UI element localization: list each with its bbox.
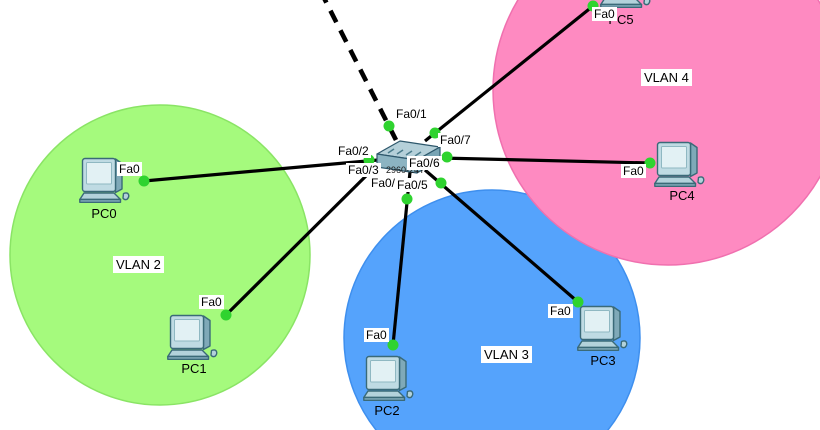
status-light bbox=[138, 175, 150, 187]
status-light bbox=[401, 193, 413, 205]
link-fa0-2-pc0[interactable] bbox=[143, 158, 379, 183]
port-label-fa0-1: Fa0/1 bbox=[394, 107, 429, 121]
vlan-3-label: VLAN 3 bbox=[481, 346, 532, 363]
status-light bbox=[387, 339, 399, 351]
device-label-pc3: PC3 bbox=[590, 353, 616, 368]
port-label-fa0-5: Fa0/5 bbox=[395, 178, 430, 192]
switch-model-label: 2960-24TT bbox=[385, 165, 431, 175]
status-light bbox=[572, 296, 584, 308]
port-label-pc0-fa0: Fa0 bbox=[117, 162, 142, 176]
port-label-pc5-fa0: Fa0 bbox=[592, 7, 617, 21]
status-light bbox=[383, 120, 395, 132]
port-label-pc4-fa0: Fa0 bbox=[621, 164, 646, 178]
device-label-pc1: PC1 bbox=[181, 361, 207, 376]
device-label-pc2: PC2 bbox=[374, 403, 400, 418]
device-label-pc4: PC4 bbox=[669, 188, 695, 203]
device-label-pc0: PC0 bbox=[91, 206, 117, 221]
status-light bbox=[644, 157, 656, 169]
link-fa0-3-pc1[interactable] bbox=[224, 162, 380, 317]
port-label-fa0-2: Fa0/2 bbox=[336, 144, 371, 158]
status-light bbox=[435, 177, 447, 189]
port-label-fa0-7: Fa0/7 bbox=[438, 133, 473, 147]
status-light bbox=[220, 309, 232, 321]
port-label-pc1-fa0: Fa0 bbox=[199, 295, 224, 309]
vlan-4-area bbox=[492, 0, 820, 266]
port-label-pc3-fa0: Fa0 bbox=[548, 304, 573, 318]
link-fa0-5-pc3[interactable] bbox=[423, 168, 580, 304]
status-light bbox=[429, 127, 441, 139]
vlan-2-label: VLAN 2 bbox=[113, 256, 164, 273]
port-label-fa0-6: Fa0/6 bbox=[407, 156, 442, 170]
vlan-2-area bbox=[9, 104, 311, 406]
status-light bbox=[441, 151, 453, 163]
port-label-fa0-3: Fa0/3 bbox=[346, 163, 381, 177]
port-label-pc2-fa0: Fa0 bbox=[364, 328, 389, 342]
link-fa0-6-pc4[interactable] bbox=[439, 156, 651, 165]
link-fa0-7-pc5[interactable] bbox=[423, 4, 595, 143]
vlan-4-label: VLAN 4 bbox=[641, 69, 692, 86]
link-fa0-1-uplink[interactable] bbox=[322, 0, 399, 142]
vlan-3-area bbox=[343, 189, 641, 430]
